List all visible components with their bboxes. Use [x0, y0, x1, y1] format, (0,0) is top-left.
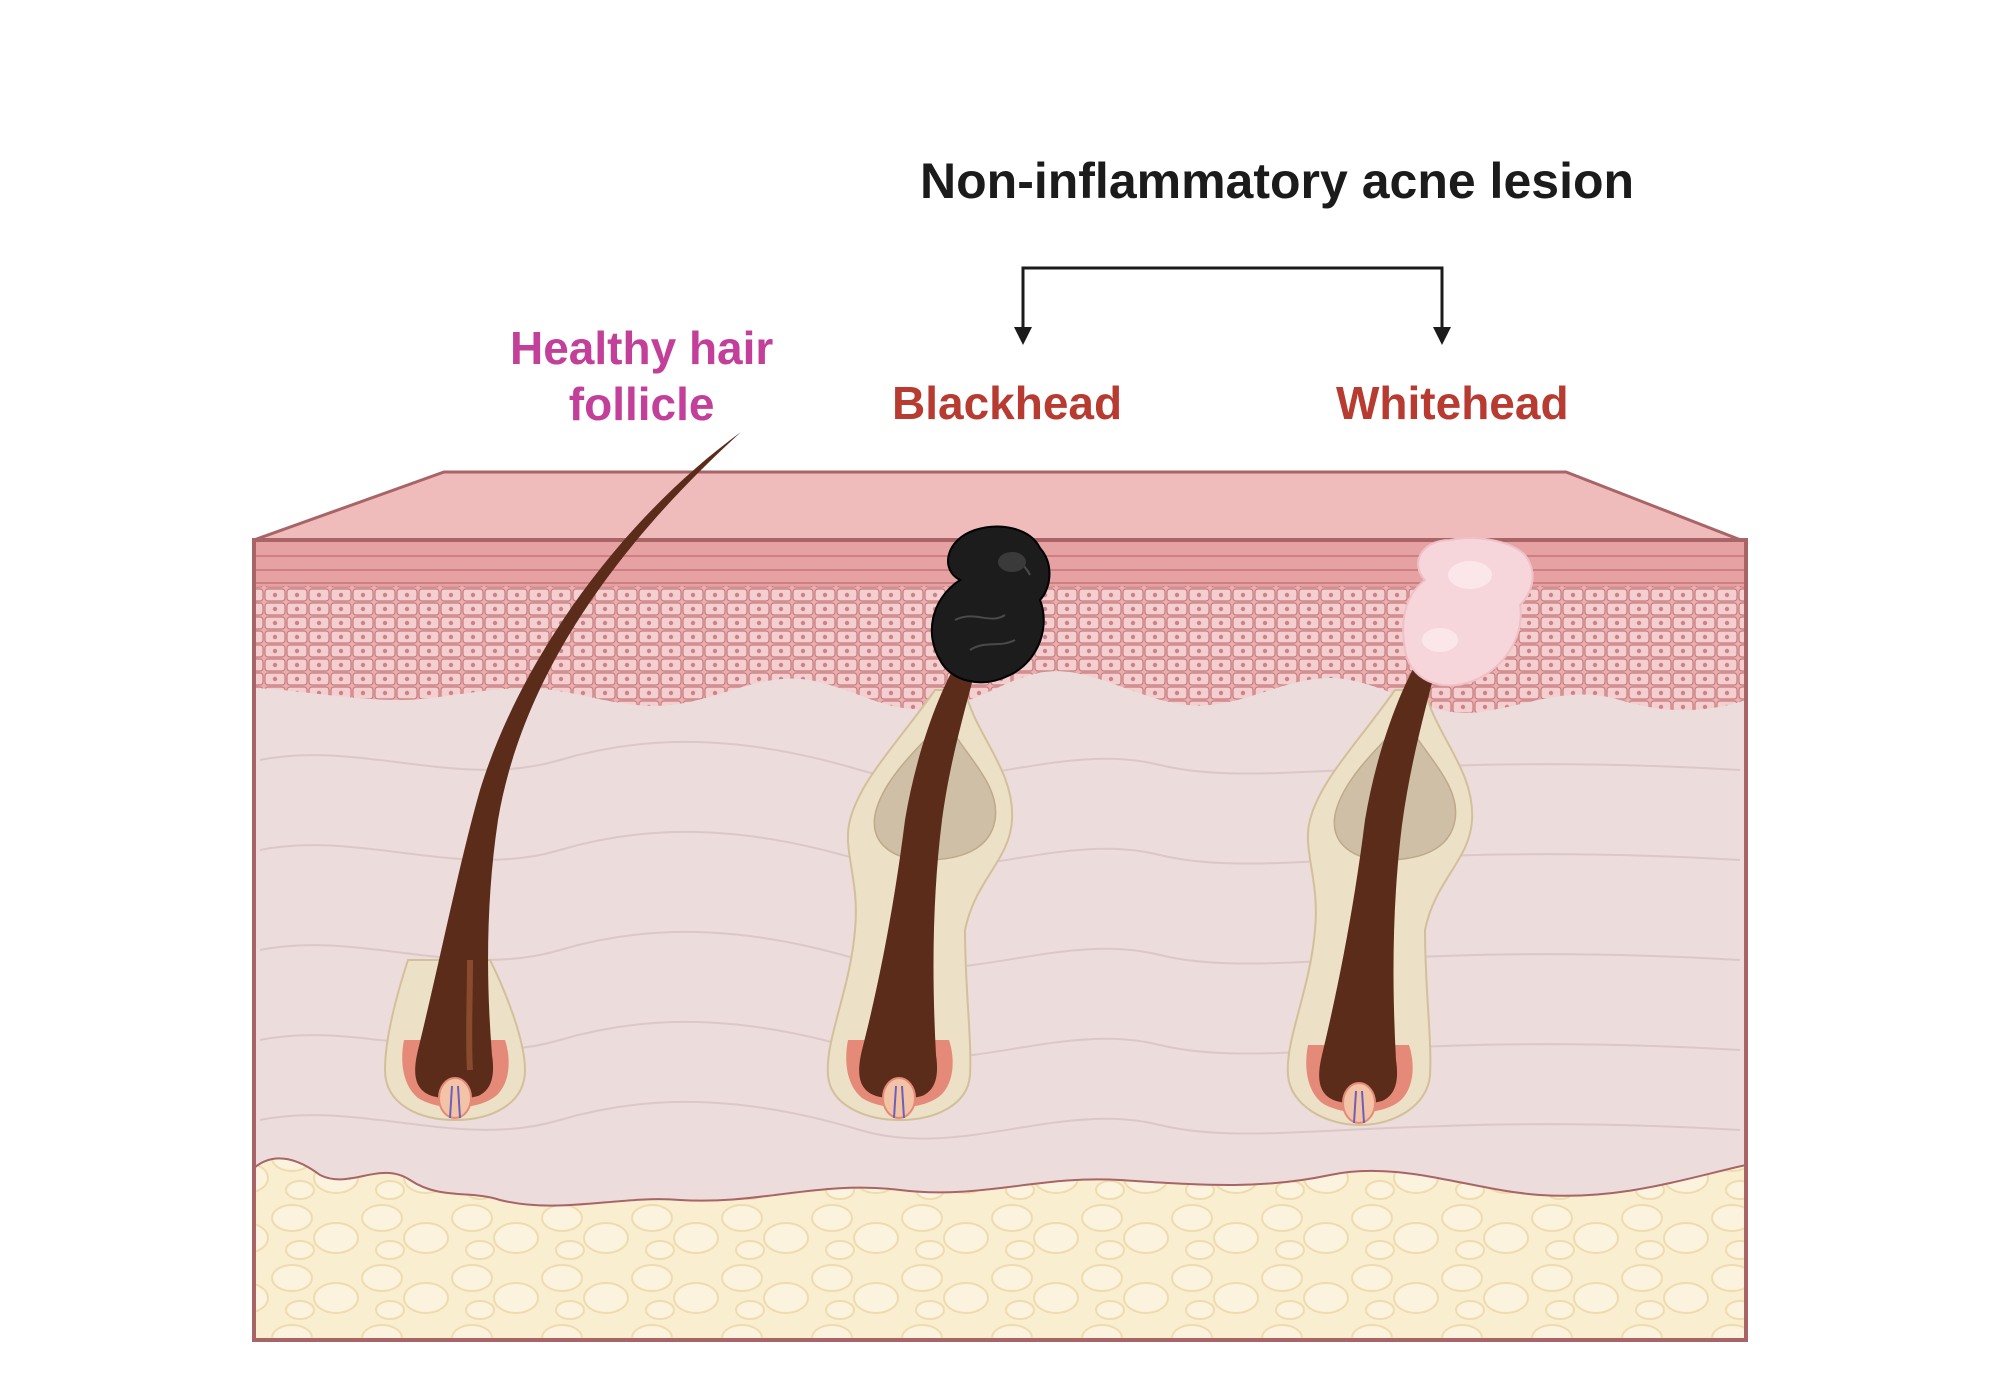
whitehead-follicle: [1286, 537, 1534, 1127]
whitehead-arrowhead: [1433, 327, 1451, 345]
healthy-label-line-2: follicle: [568, 378, 715, 430]
healthy-hair-follicle-label: Healthy hair follicle: [510, 320, 773, 432]
diagram-title: Non-inflammatory acne lesion: [920, 153, 1635, 209]
healthy-hair-shaft: [415, 432, 741, 1099]
healthy-dermal-papilla: [438, 1077, 472, 1119]
blackhead-label: Blackhead: [892, 377, 1123, 429]
blackhead-dermal-papilla: [882, 1077, 916, 1119]
whitehead-dermal-papilla: [1342, 1082, 1376, 1124]
whitehead-label: Whitehead: [1336, 377, 1569, 429]
healthy-label-line-1: Healthy hair: [510, 322, 774, 374]
lesion-bracket: [1021, 266, 1444, 330]
blackhead-follicle: [826, 525, 1051, 1122]
blackhead-hair-shaft: [859, 660, 978, 1099]
blackhead-arrowhead: [1014, 327, 1032, 345]
whitehead-hair-shaft: [1319, 660, 1438, 1104]
subcutaneous-fat-layer: [254, 1157, 1746, 1340]
healthy-hair-follicle: [383, 432, 741, 1122]
